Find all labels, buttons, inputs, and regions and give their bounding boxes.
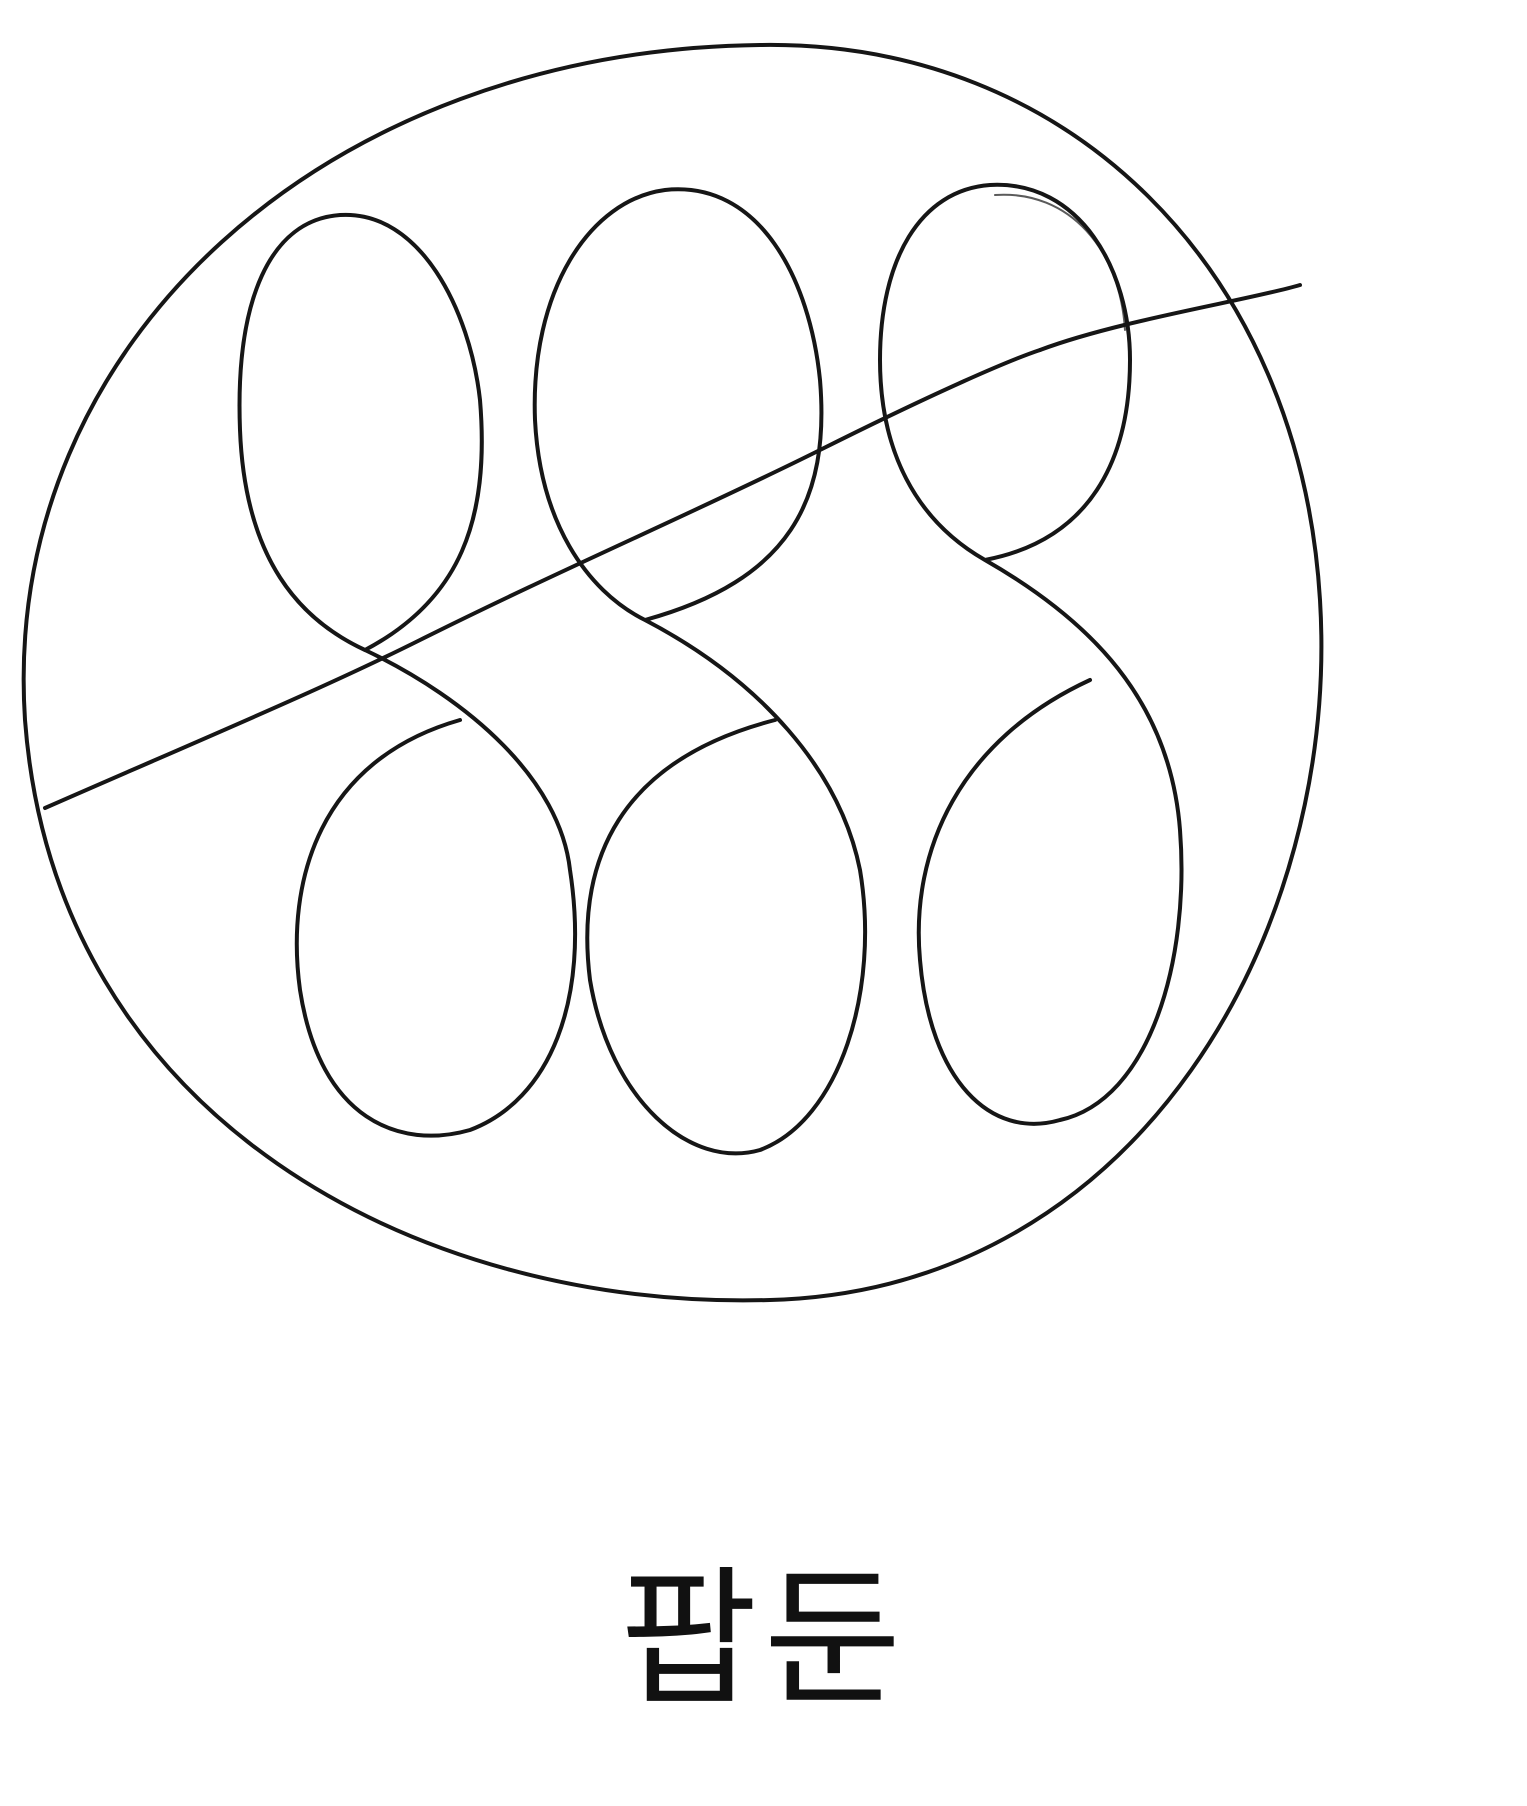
figure-eight-3	[878, 182, 1184, 1126]
dividing-line-right	[1038, 283, 1302, 352]
outer-circle	[21, 42, 1324, 1303]
figure-eight-3-retrace	[994, 193, 1126, 331]
dividing-line	[43, 348, 1042, 810]
figure-eight-1	[237, 212, 578, 1138]
caption-label: 팝둔	[619, 1553, 908, 1727]
figure-eight-2	[532, 187, 868, 1156]
